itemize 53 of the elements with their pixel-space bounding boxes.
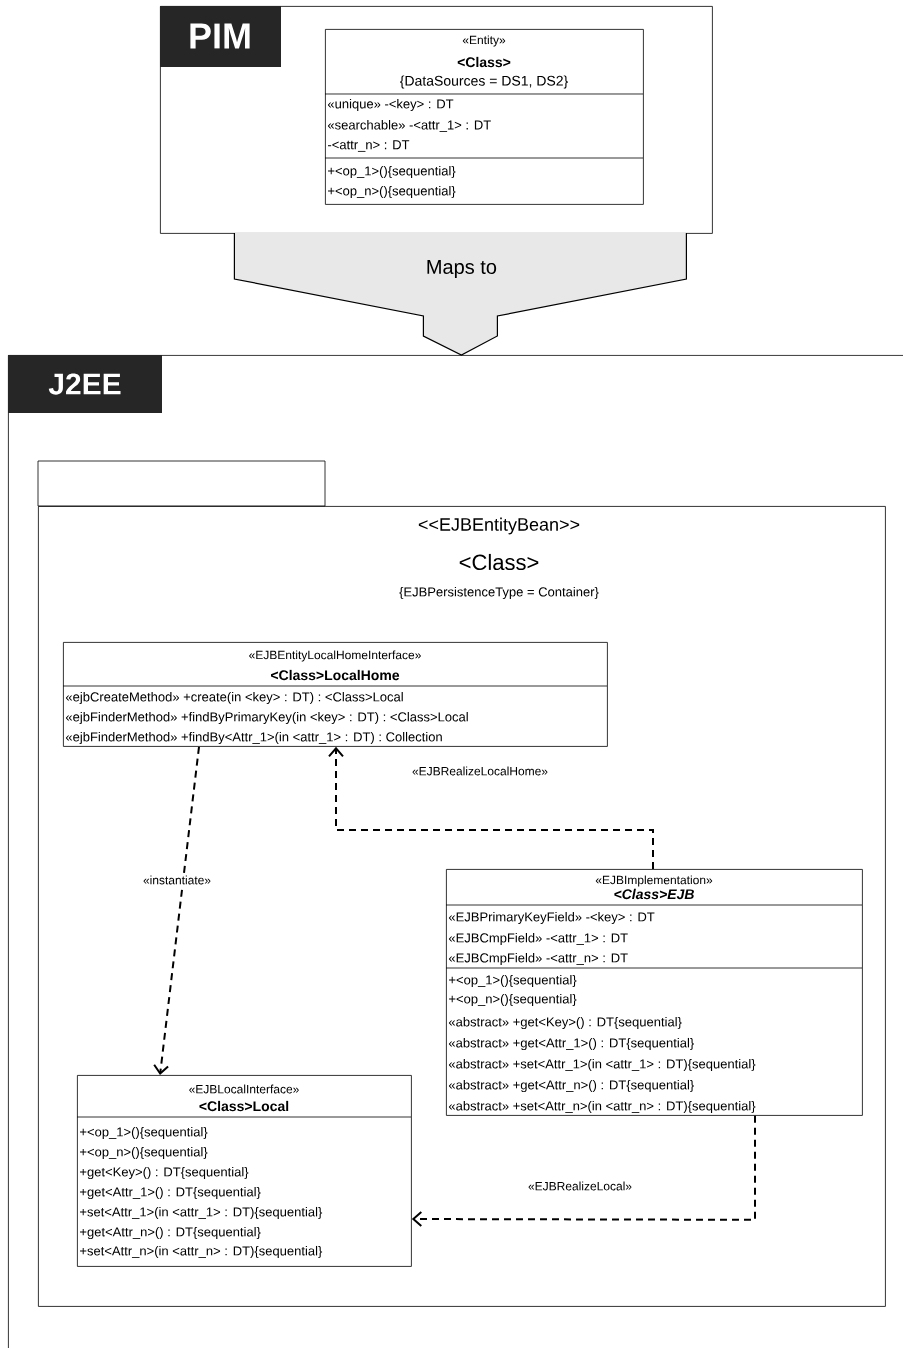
member-line: «abstract» +set<Attr_n>(in <attr_n> : DT){sequential} (448, 1100, 756, 1114)
member-line: «ejbFinderMethod» +findByPrimaryKey(in <key> : DT) : <Class>Local (65, 711, 468, 725)
member-line: «ejbFinderMethod» +findBy<Attr_1>(in <attr_1> : DT) : Collection (65, 731, 442, 745)
member-line: +set<Attr_1>(in <attr_1> : DT){sequential} (80, 1206, 323, 1220)
member-line: «unique» -<key> : DT (327, 98, 454, 112)
frame-tab: PIM (160, 6, 281, 67)
class-name: <Class>Local (199, 1100, 289, 1112)
edge-label: «EJBRealizeLocalHome» (410, 765, 550, 777)
member-line: +<op_1>(){sequential} (449, 974, 577, 988)
class-box (76, 1075, 412, 1267)
stereotype-label: «EJBEntityLocalHomeInterface» (249, 650, 421, 662)
member-line: +<op_n>(){sequential} (328, 185, 456, 199)
block-arrow (233, 232, 687, 356)
member-line: -<attr_n> : DT (328, 140, 410, 152)
edge-label: «EJBRealizeLocal» (526, 1180, 634, 1192)
member-line: «searchable» -<attr_1> : DT (327, 120, 491, 132)
member-line: «EJBPrimaryKeyField» -<key> : DT (448, 911, 655, 925)
member-line: «EJBCmpField» -<attr_n> : DT (448, 952, 628, 966)
arrow (411, 1114, 756, 1228)
package-name: <Class> (459, 553, 539, 571)
frame-tab: J2EE (8, 355, 162, 413)
class-box (324, 29, 644, 205)
stereotype-label: «Entity» (462, 35, 506, 47)
member-line: +set<Attr_n>(in <attr_n> : DT){sequential} (80, 1245, 323, 1259)
tagged-value: {DataSources = DS1, DS2} (400, 75, 568, 89)
member-line: «abstract» +get<Attr_n>() : DT{sequential} (448, 1079, 694, 1093)
member-line: «EJBCmpField» -<attr_1> : DT (448, 932, 628, 946)
member-line: «abstract» +set<Attr_1>(in <attr_1> : DT){sequential} (448, 1058, 756, 1072)
member-line: +get<Attr_1>() : DT{sequential} (80, 1186, 261, 1200)
arrow (328, 746, 654, 870)
edge-label: Maps to (427, 260, 497, 278)
class-box (445, 869, 863, 1116)
class-box (62, 642, 608, 747)
member-line: +<op_n>(){sequential} (449, 993, 577, 1007)
member-line: «ejbCreateMethod» +create(in <key> : DT) : <Class>Local (65, 691, 403, 705)
stereotype-label: «EJBLocalInterface» (189, 1084, 299, 1094)
class-name: <Class>LocalHome (271, 669, 400, 681)
member-line: «abstract» +get<Key>() : DT{sequential} (448, 1016, 682, 1030)
arrow (153, 745, 200, 1075)
member-line: «abstract» +get<Attr_1>() : DT{sequential} (448, 1037, 694, 1051)
package-frame (8, 355, 903, 1348)
member-line: +<op_1>(){sequential} (328, 165, 456, 179)
member-line: +<op_n>(){sequential} (80, 1146, 208, 1160)
member-line: +<op_1>(){sequential} (80, 1126, 208, 1140)
edge-label: «instantiate» (142, 874, 213, 886)
tagged-value: {EJBPersistenceType = Container} (399, 586, 599, 600)
package-box (37, 460, 886, 1307)
class-name: <Class> (457, 56, 511, 68)
member-line: +get<Key>() : DT{sequential} (80, 1166, 249, 1180)
stereotype-label: <<EJBEntityBean>> (418, 517, 580, 535)
stereotype-label: «EJBImplementation» (595, 875, 713, 887)
class-name: <Class>EJB (614, 888, 694, 900)
member-line: +get<Attr_n>() : DT{sequential} (80, 1226, 261, 1240)
